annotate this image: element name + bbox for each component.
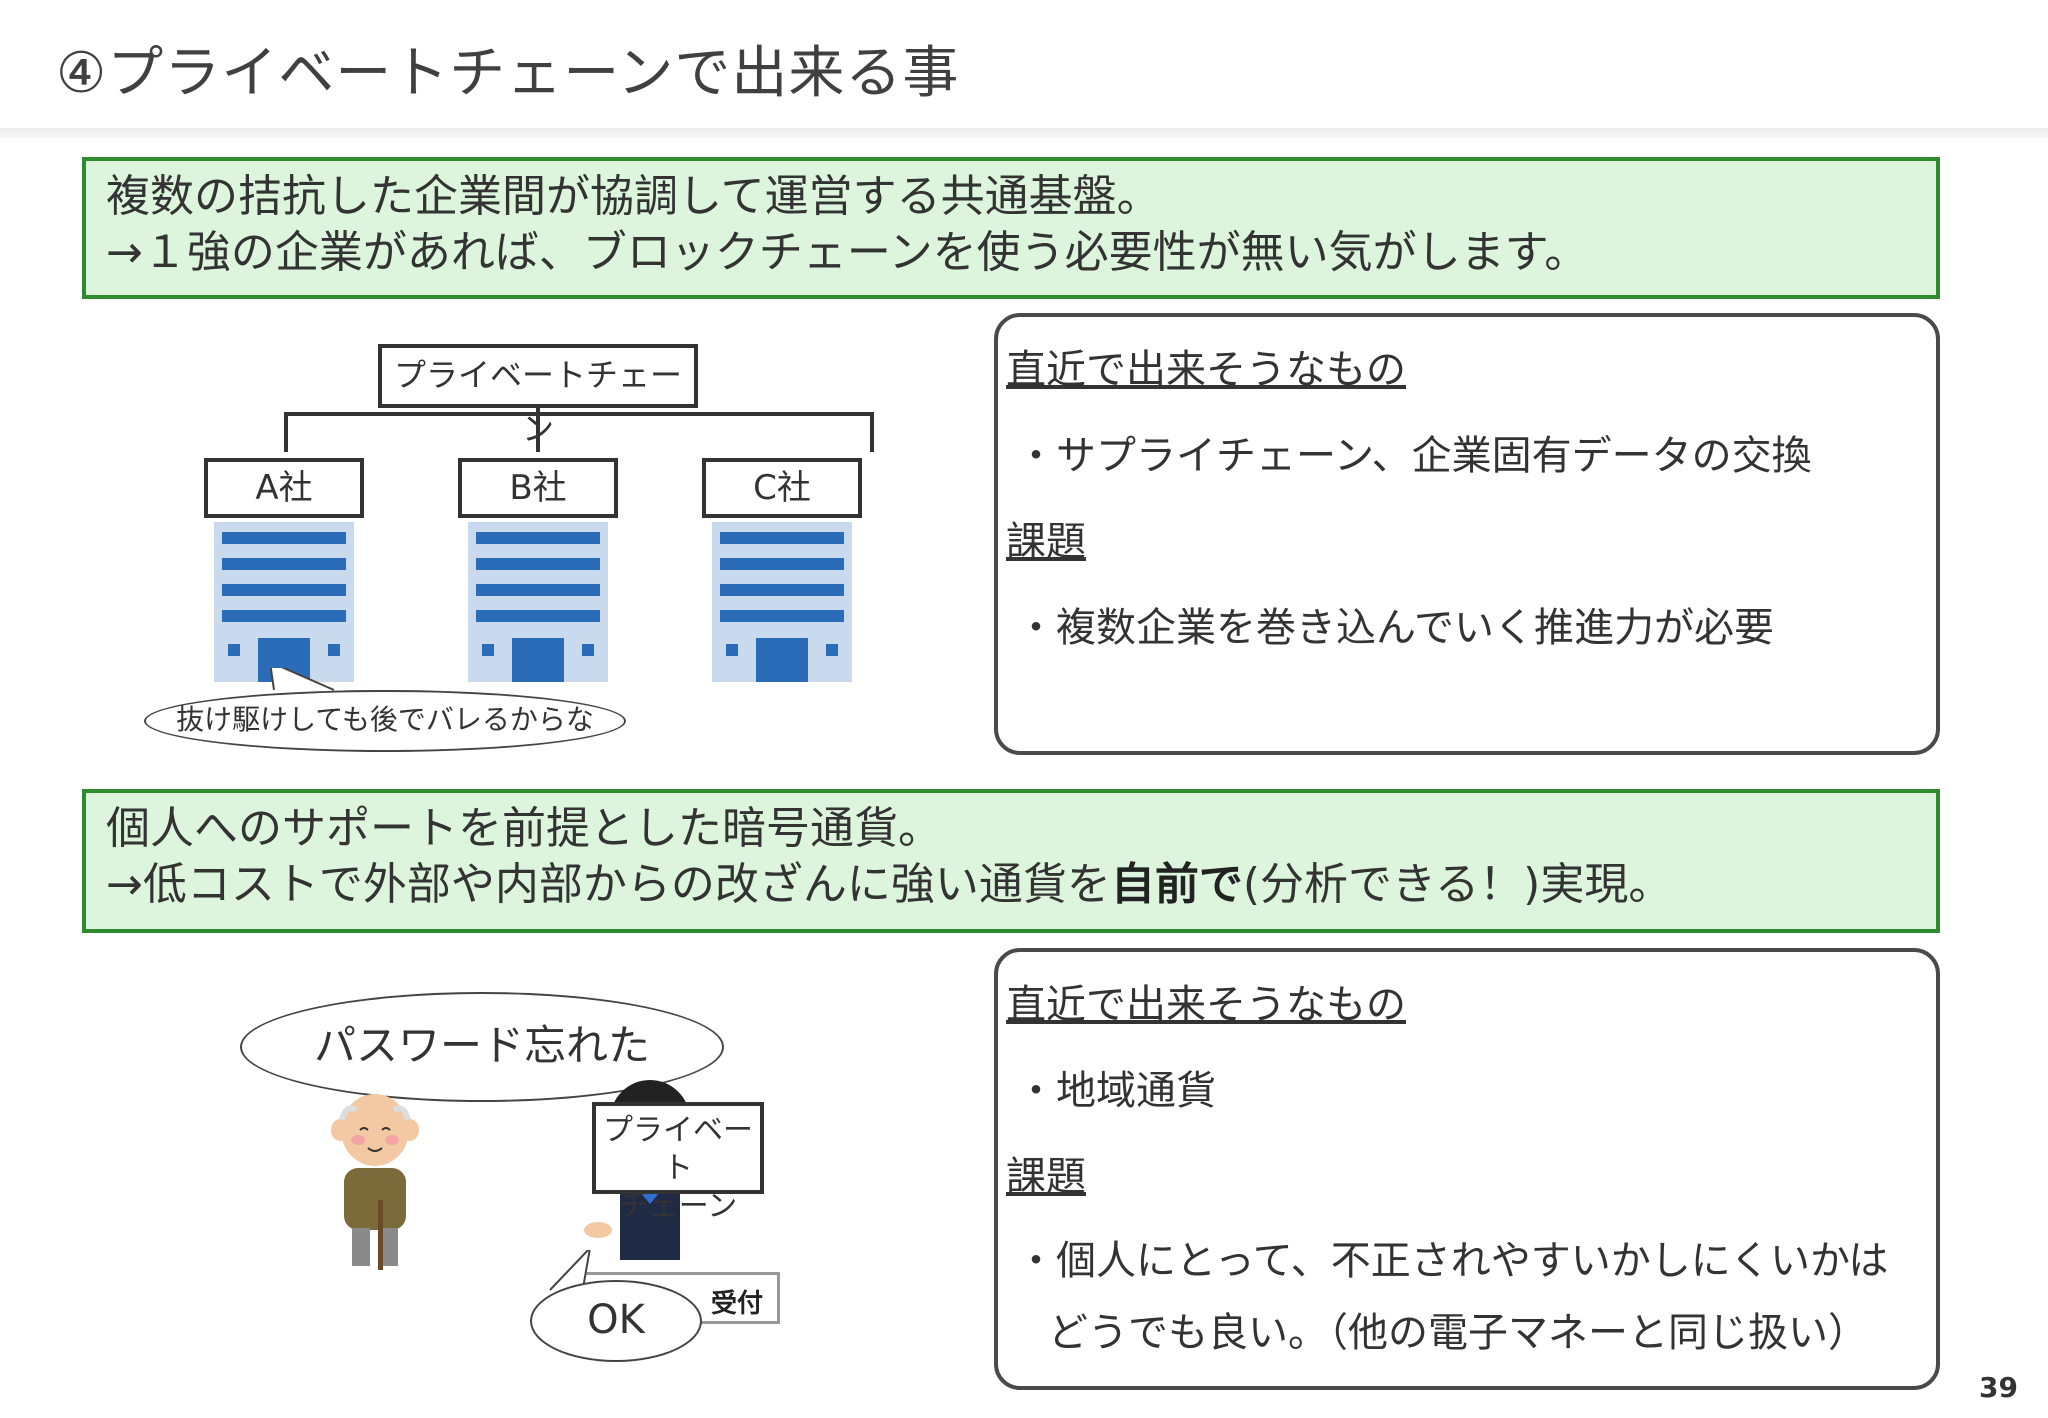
section1-info-box: 直近で出来そうなもの ・サプライチェーン、企業固有データの交換 課題 ・複数企業… [994,313,1940,755]
support-illustration: パスワード忘れた プライベート チェーン 受付 OK [200,950,800,1362]
section2-banner-line2-bold: 自前で [1110,859,1243,910]
private-chain-sign: プライベート チェーン [592,1102,764,1224]
section2-banner-line1: 個人へのサポートを前提とした暗号通貨。 [106,803,942,854]
section2-banner-line2: →低コストで外部や内部からの改ざんに強い通貨を自前で(分析できる！)実現。 [106,857,1916,913]
section1-banner: 複数の拮抗した企業間が協調して運営する共通基盤。 →１強の企業があれば、ブロック… [82,157,1940,299]
connector-right [870,412,874,452]
building-a-icon [214,522,354,686]
company-b-label: B社 [458,458,618,518]
section1-banner-line1: 複数の拮抗した企業間が協調して運営する共通基盤。 [106,171,1161,222]
section1-banner-line2: →１強の企業があれば、ブロックチェーンを使う必要性が無い気がします。 [106,227,1589,278]
slide-title: ④プライベートチェーンで出来る事 [56,41,960,106]
connector-center [536,408,540,452]
old-man-icon [331,1094,419,1270]
ok-speech-bubble: OK [530,1280,702,1362]
speech-bubble-tail-icon [269,668,335,691]
desk-label: 受付 [710,1289,763,1319]
section1-heading-issue: 課題 [1006,519,1086,565]
connector-left [284,412,288,452]
company-speech-bubble: 抜け駆けしても後でバレるからな [144,690,626,752]
building-b-icon [468,522,608,686]
sign-line1: プライベート [603,1113,753,1186]
building-c-icon [712,522,852,686]
page-number: 39 [1979,1371,2018,1404]
section2-heading-recent: 直近で出来そうなもの [1006,982,1406,1028]
private-chain-label: プライベートチェーン [378,344,698,448]
section1-heading-recent: 直近で出来そうなもの [1006,347,1406,393]
section2-banner-line2-post: (分析できる！)実現。 [1242,859,1673,910]
title-divider [0,128,2048,138]
section1-item-recent: ・サプライチェーン、企業固有データの交換 [1016,433,1812,479]
section1-item-issue: ・複数企業を巻き込んでいく推進力が必要 [1016,605,1774,651]
connector-horizontal [284,412,874,416]
section2-banner-line2-pre: →低コストで外部や内部からの改ざんに強い通貨を [106,859,1111,910]
section2-item-recent: ・地域通貨 [1016,1068,1216,1114]
section2-item-issue-line1: ・個人にとって、不正されやすいかしにくいかは [1016,1238,1889,1284]
company-diagram: プライベートチェーン A社 B社 C社 [90,318,970,768]
section2-item-issue-line2: どうでも良い。（他の電子マネーと同じ扱い） [1048,1310,1868,1356]
company-c-label: C社 [702,458,862,518]
section2-info-box: 直近で出来そうなもの ・地域通貨 課題 ・個人にとって、不正されやすいかしにくい… [994,948,1940,1390]
company-a-label: A社 [204,458,364,518]
section2-banner: 個人へのサポートを前提とした暗号通貨。 →低コストで外部や内部からの改ざんに強い… [82,789,1940,933]
sign-line2: チェーン [618,1189,738,1224]
section2-heading-issue: 課題 [1006,1154,1086,1200]
